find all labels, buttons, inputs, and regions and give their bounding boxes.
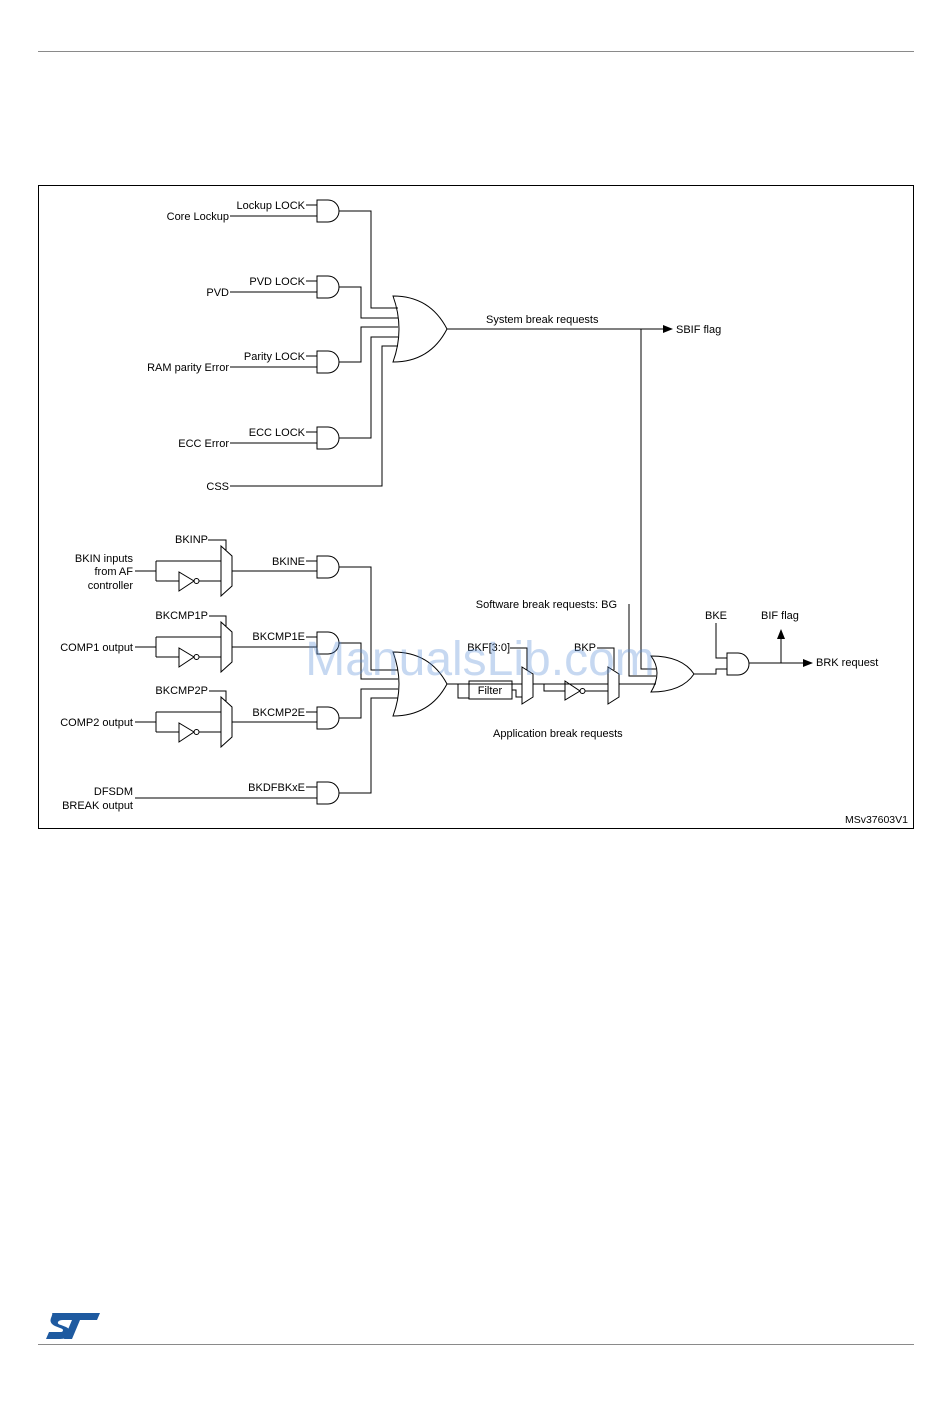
- ecc-to-or: [339, 336, 398, 439]
- bkcmp2e-and-gate: [316, 706, 340, 730]
- ecc-lock-label: ECC LOCK: [249, 427, 306, 439]
- bkdfbkxe-label: BKDFBKxE: [248, 782, 305, 794]
- bkin-inputs-label-3: controller: [88, 580, 134, 592]
- software-break-line: [628, 604, 656, 677]
- software-break-label: Software break requests: BG: [476, 599, 617, 611]
- ram-parity-label: RAM parity Error: [147, 362, 229, 374]
- system-break-section: [230, 199, 673, 660]
- application-break-section: [135, 539, 813, 805]
- system-break-requests-label: System break requests: [486, 314, 599, 326]
- parity-and-gate: [316, 350, 340, 374]
- lockup-and-gate: [316, 199, 340, 223]
- parity-inputs: [230, 355, 317, 368]
- bif-flag-label: BIF flag: [761, 610, 799, 622]
- comp1-split: [135, 636, 221, 658]
- bkin-split: [135, 560, 221, 582]
- bkdfbkxe-and-gate: [316, 781, 340, 805]
- pvd-to-or: [339, 286, 398, 319]
- lockup-lock-label: Lockup LOCK: [237, 200, 306, 212]
- core-lockup-label: Core Lockup: [167, 211, 229, 223]
- comp2-output-label: COMP2 output: [60, 717, 133, 729]
- bkinp-select: [208, 539, 227, 550]
- bkine-and-gate: [316, 555, 340, 579]
- application-or-gate: [392, 651, 448, 717]
- comp1-inverter: [178, 647, 195, 668]
- diagram-reference: MSv37603V1: [845, 814, 908, 826]
- bkf-mux: [521, 666, 534, 705]
- system-or-gate: [392, 295, 448, 363]
- bkp-select: [597, 647, 615, 670]
- diagram-frame: [38, 185, 914, 829]
- bkcmp1e-label: BKCMP1E: [252, 631, 305, 643]
- comp1-output-label: COMP1 output: [60, 642, 133, 654]
- footer-rule: [38, 1344, 914, 1345]
- bkcmp2e-label: BKCMP2E: [252, 707, 305, 719]
- bkcmp1e-and-gate: [316, 631, 340, 655]
- dfsdm-label-1: DFSDM: [94, 786, 133, 798]
- lockup-to-or: [339, 210, 398, 309]
- comp2-split: [135, 711, 221, 733]
- comp1-polarity-mux: [220, 620, 233, 674]
- pvd-label: PVD: [206, 287, 229, 299]
- ecc-inputs: [230, 431, 317, 444]
- filter-label: Filter: [478, 685, 503, 697]
- final-or-gate: [650, 655, 695, 693]
- header-rule: [38, 51, 914, 52]
- bke-label: BKE: [705, 610, 727, 622]
- comp2-polarity-mux: [220, 695, 233, 749]
- dfsdm-label-2: BREAK output: [62, 800, 133, 812]
- bkin-inputs-label-2: from AF: [94, 566, 133, 578]
- bkf-select: [510, 647, 528, 670]
- bke-line: [715, 623, 727, 659]
- pvd-and-gate: [316, 275, 340, 299]
- st-logo: [46, 1313, 100, 1339]
- ecc-and-gate: [316, 426, 340, 450]
- watermark: ManualsLib.com: [305, 633, 655, 686]
- lockup-inputs: [230, 204, 317, 217]
- bkf-label: BKF[3:0]: [467, 642, 510, 654]
- bkin-inverter: [178, 571, 195, 592]
- bkin-polarity-mux: [220, 544, 233, 598]
- css-line: [230, 345, 398, 487]
- bkp-inverter: [564, 680, 581, 701]
- bkcmp1p-label: BKCMP1P: [155, 610, 208, 622]
- bkinp-label: BKINP: [175, 534, 208, 546]
- bke-and-gate: [726, 652, 750, 676]
- pvd-inputs: [230, 280, 317, 293]
- bkin-inputs-label-1: BKIN inputs: [75, 553, 134, 565]
- ecc-error-label: ECC Error: [178, 438, 229, 450]
- comp2-inverter: [178, 722, 195, 743]
- parity-lock-label: Parity LOCK: [244, 351, 306, 363]
- application-break-requests-label: Application break requests: [493, 728, 623, 740]
- bkp-label: BKP: [574, 642, 596, 654]
- sbif-flag-label: SBIF flag: [676, 324, 721, 336]
- pvd-lock-label: PVD LOCK: [249, 276, 305, 288]
- brk-request-label: BRK request: [816, 657, 878, 669]
- css-label: CSS: [206, 481, 229, 493]
- parity-to-or: [339, 326, 398, 363]
- bkcmp2p-label: BKCMP2P: [155, 685, 208, 697]
- bkine-label: BKINE: [272, 556, 305, 568]
- bkp-mux: [607, 666, 620, 705]
